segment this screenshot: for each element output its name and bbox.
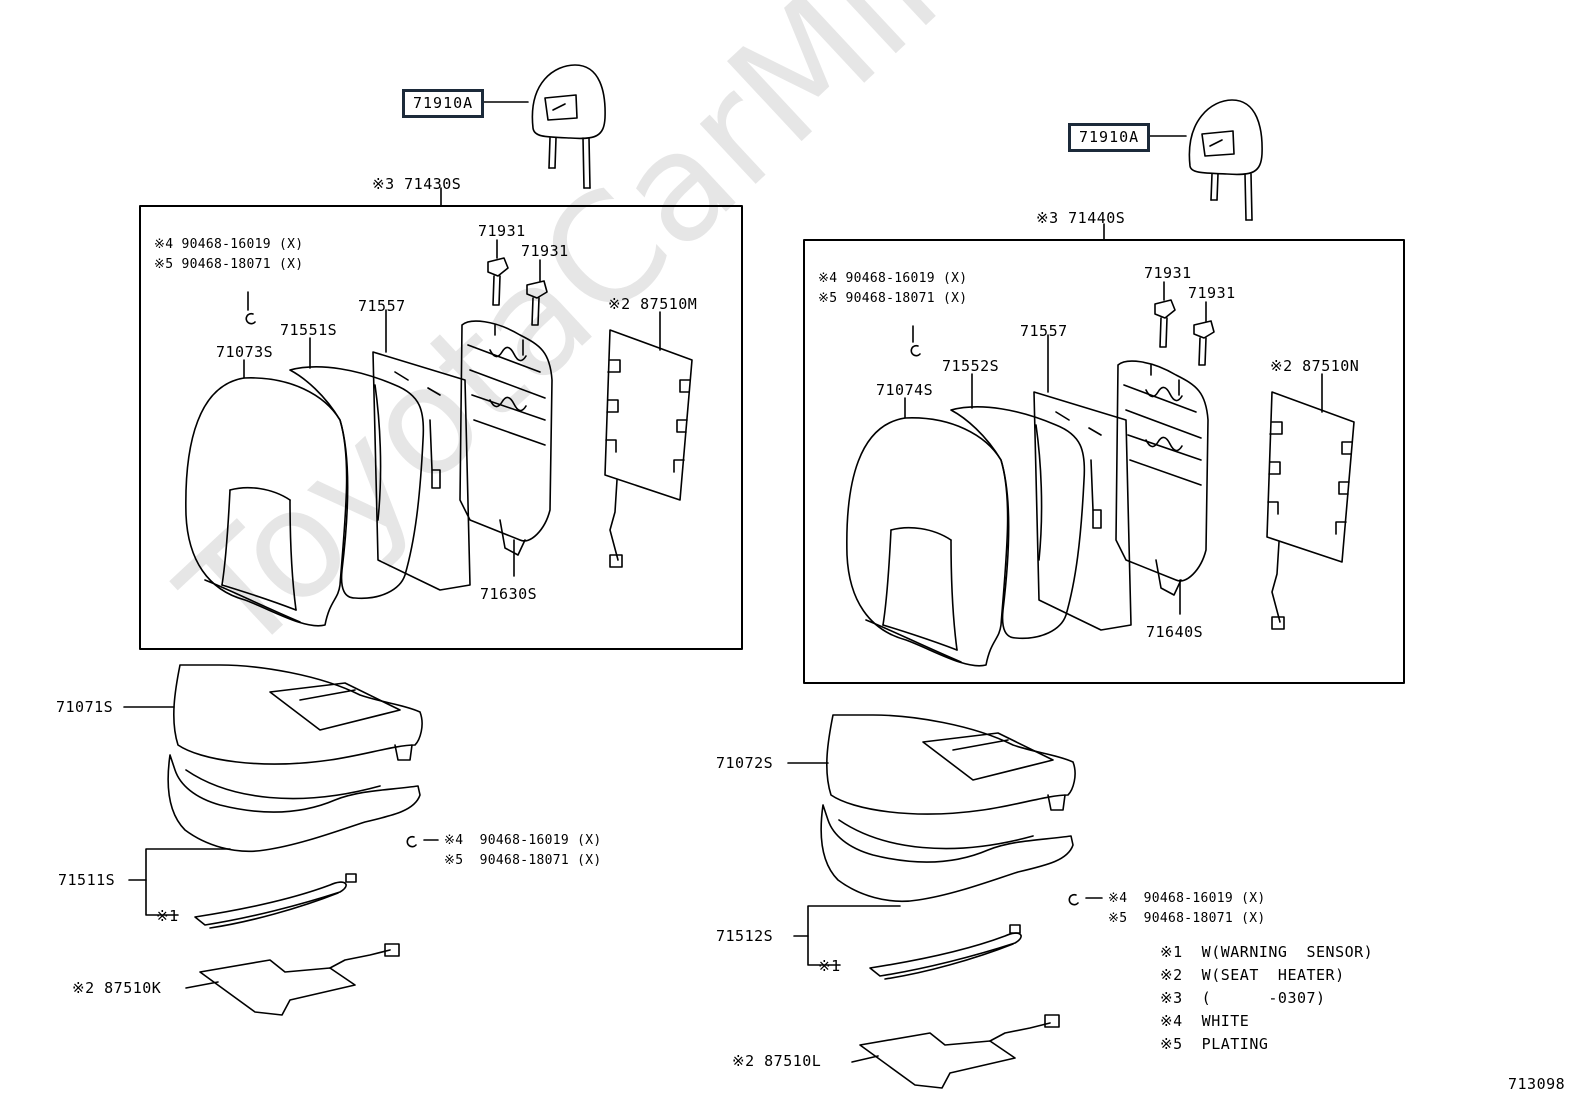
right-cushion-heater-label: ※2 87510L: [732, 1052, 822, 1070]
right-headrest-label: 71910A: [1068, 123, 1151, 152]
right-cushion-cover-label: 71072S: [716, 754, 774, 772]
left-cushion-bracket: [128, 848, 231, 916]
left-cushion-clip-symbol: [406, 835, 417, 848]
right-board: [1033, 391, 1132, 631]
left-frame: [459, 320, 553, 556]
right-cushion-cover: [826, 714, 1076, 815]
right-guide-a-label: 71931: [1144, 264, 1192, 282]
legend-item-1: ※1 W(WARNING SENSOR): [1160, 943, 1374, 961]
right-back-heater: [1266, 391, 1355, 630]
left-cushion-cover-label: 71071S: [56, 698, 114, 716]
left-guide-a-label: 71931: [478, 222, 526, 240]
right-clip-symbol: [910, 344, 921, 357]
legend-item-3: ※3 ( -0307): [1160, 989, 1326, 1007]
left-headrest-label: 71910A: [402, 89, 485, 118]
left-heater-label: ※2 87510M: [608, 295, 698, 313]
right-seatback-pad: [950, 406, 1086, 640]
left-headrest-drawing: [531, 64, 606, 189]
right-cover-label: 71074S: [876, 381, 934, 399]
legend: ※1 W(WARNING SENSOR) ※2 W(SEAT HEATER) ※…: [1160, 944, 1373, 1053]
diagram-id: 713098: [1508, 1075, 1566, 1093]
left-clip5-label: ※5 90468-18071 (X): [154, 257, 304, 272]
right-sensor-label: ※1: [818, 957, 841, 975]
right-warning-sensor: [869, 924, 1022, 980]
right-guide-b-label: 71931: [1188, 284, 1236, 302]
right-frame: [1115, 360, 1209, 596]
left-board-label: 71557: [358, 297, 406, 315]
left-cushion-heater-label: ※2 87510K: [72, 979, 162, 997]
left-headrest-guides: [487, 257, 548, 326]
right-heater-label: ※2 87510N: [1270, 357, 1360, 375]
right-pad-label: 71552S: [942, 357, 1000, 375]
left-warning-sensor: [194, 873, 357, 929]
left-clip-symbol: [245, 312, 256, 325]
left-back-heater: [604, 329, 693, 568]
left-board: [372, 351, 471, 591]
left-cover-label: 71073S: [216, 343, 274, 361]
right-cushion-pad: [820, 804, 1074, 903]
right-clip4-label: ※4 90468-16019 (X): [818, 271, 968, 286]
left-cushion-assy-label: 71511S: [58, 871, 116, 889]
right-cushion-clip5-label: ※5 90468-18071 (X): [1108, 911, 1266, 926]
left-back-assy-label: ※3 71430S: [372, 175, 462, 193]
left-cushion-heater-leader: [185, 981, 219, 989]
left-guide-b-label: 71931: [521, 242, 569, 260]
left-cushion-heater: [199, 943, 400, 1016]
left-sensor-label: ※1: [156, 907, 179, 925]
left-clip4-label: ※4 90468-16019 (X): [154, 237, 304, 252]
right-cushion-heater-leader: [851, 1055, 879, 1063]
left-pad-label: 71551S: [280, 321, 338, 339]
left-cushion-pad: [167, 754, 421, 853]
left-cushion-clip4-label: ※4 90468-16019 (X): [444, 833, 602, 848]
right-board-label: 71557: [1020, 322, 1068, 340]
right-frame-label: 71640S: [1146, 623, 1204, 641]
left-seatback-cover: [185, 377, 348, 627]
right-cushion-clip4-label: ※4 90468-16019 (X): [1108, 891, 1266, 906]
legend-item-5: ※5 PLATING: [1160, 1035, 1269, 1053]
legend-item-4: ※4 WHITE: [1160, 1012, 1250, 1030]
legend-item-2: ※2 W(SEAT HEATER): [1160, 966, 1345, 984]
left-cushion-cover: [173, 664, 423, 765]
left-frame-label: 71630S: [480, 585, 538, 603]
right-cushion-clip-symbol: [1068, 893, 1079, 906]
right-clip5-label: ※5 90468-18071 (X): [818, 291, 968, 306]
left-seatback-pad: [289, 366, 425, 600]
right-cushion-assy-label: 71512S: [716, 927, 774, 945]
right-seatback-cover: [846, 417, 1009, 667]
right-headrest-guides: [1154, 299, 1215, 366]
left-cushion-clip5-label: ※5 90468-18071 (X): [444, 853, 602, 868]
right-cushion-heater: [859, 1014, 1060, 1089]
right-cushion-bracket: [793, 905, 901, 966]
right-headrest-drawing: [1188, 99, 1263, 221]
right-back-assy-label: ※3 71440S: [1036, 209, 1126, 227]
